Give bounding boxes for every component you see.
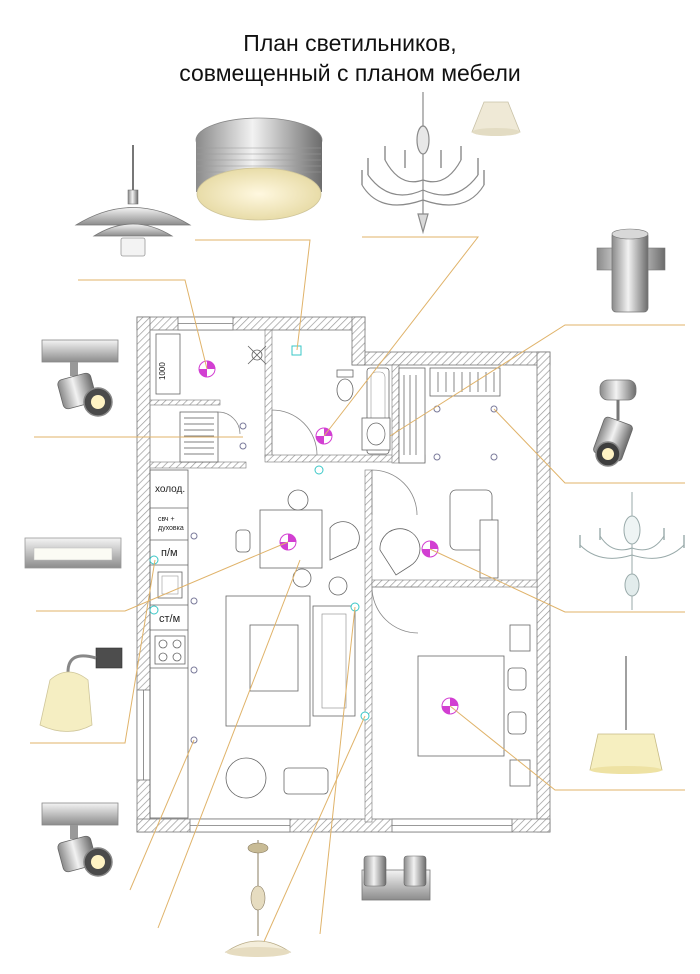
leader-lines (30, 236, 685, 956)
spot-marker (239, 442, 247, 450)
spotlight-bar-icon (41, 802, 119, 877)
wall-light-marker (149, 605, 159, 615)
crystal-chandelier-icon (361, 92, 485, 235)
door-living (371, 469, 418, 516)
wall-right (536, 351, 551, 833)
title-line-1: План светильников, (243, 30, 457, 56)
spot-marker (190, 597, 198, 605)
washer-label: ст/м (159, 613, 180, 625)
title-line-2: совмещенный с планом мебели (179, 60, 521, 86)
glass-chandelier-icon (579, 492, 685, 610)
page-title: План светильников, совмещенный с планом … (150, 28, 550, 88)
kitchen-counter (149, 469, 189, 819)
wardrobe-right (398, 367, 426, 464)
wall-closet (149, 399, 221, 406)
floor-plan: 1000 холод. свч + духовка п/м ст/м (136, 316, 551, 833)
spot-marker (433, 453, 441, 461)
oven-label-1: свч + (158, 516, 175, 523)
spot-marker (190, 666, 198, 674)
sofa (312, 605, 356, 717)
wardrobe-width-label: 1000 (158, 362, 167, 380)
spotlight-bar-icon (41, 339, 119, 417)
track-spotlight-icon (593, 379, 637, 467)
wall-hall-left (149, 461, 247, 469)
round-table (225, 757, 267, 799)
cylinder-wall-light-icon (596, 228, 666, 313)
spot-marker (490, 453, 498, 461)
hall-wardrobe (155, 333, 181, 395)
bath-light-marker (291, 345, 302, 356)
toilet (336, 378, 354, 402)
rug (225, 595, 311, 727)
stove (154, 635, 186, 665)
spot-marker (239, 422, 247, 430)
wall-bath-left (264, 329, 273, 459)
bed (417, 655, 505, 757)
lampshade-icon (471, 101, 521, 136)
door-bedroom (371, 586, 419, 634)
door-bath (271, 409, 318, 456)
ceiling-drum-light-icon (195, 117, 323, 221)
wall-top-right (351, 351, 551, 366)
wall-bedroom-top (371, 579, 538, 588)
wall-living-right (364, 469, 373, 823)
wall-light-marker (149, 555, 159, 565)
wall-bath-right (391, 364, 400, 464)
wall-top-left (136, 316, 366, 331)
spot-marker (190, 532, 198, 540)
dishwasher-label: п/м (161, 547, 178, 559)
spot-marker (433, 405, 441, 413)
fridge-label: холод. (155, 484, 185, 495)
oven-label-2: духовка (158, 525, 184, 532)
wall-light-marker (314, 465, 324, 475)
rise-and-fall-pendant-icon (224, 840, 292, 957)
wall-sconce-icon (39, 647, 123, 732)
tv-table (249, 624, 299, 692)
pendant-lamp-icon (74, 145, 192, 257)
double-wall-light-icon (361, 855, 431, 901)
wall-strip-light-icon (24, 537, 122, 569)
wall-step (351, 316, 366, 366)
drum-shade-pendant-icon (589, 656, 663, 774)
